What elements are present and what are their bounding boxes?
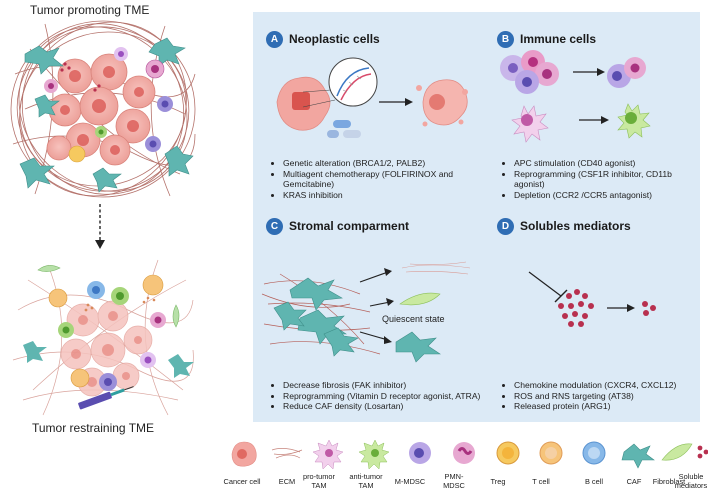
- badge-b: B: [497, 31, 514, 48]
- soluble-mediators-illustration: [528, 271, 656, 327]
- legend-label: Soluble mediators: [674, 472, 708, 490]
- section-a-bullets: Genetic alteration (BRCA1/2, PALB2) Mult…: [271, 158, 493, 200]
- immune-cells-illustration: [500, 50, 651, 143]
- bullet-item: Decrease fibrosis (FAK inhibitor): [283, 380, 513, 391]
- transition-arrow: [95, 204, 105, 249]
- section-b-bullets: APC stimulation (CD40 agonist) Reprogram…: [502, 158, 704, 200]
- caf-icon: [621, 443, 655, 469]
- legend-label: Cancer cell: [223, 477, 261, 486]
- tumor-restraining-illustration: [12, 259, 194, 416]
- badge-a: A: [266, 31, 283, 48]
- quiescent-state-label: Quiescent state: [382, 314, 445, 324]
- legend-label: M-MDSC: [394, 477, 426, 486]
- legend-label: B cell: [584, 477, 604, 486]
- bullet-item: Genetic alteration (BRCA1/2, PALB2): [283, 158, 493, 169]
- pro-tumor-tam-icon: [312, 439, 344, 470]
- b-cell-icon: [582, 441, 606, 465]
- badge-c: C: [266, 218, 283, 235]
- legend-label: T cell: [532, 477, 550, 486]
- section-b-title: Immune cells: [520, 32, 597, 46]
- tumor-restraining-title: Tumor restraining TME: [32, 421, 155, 435]
- bullet-item: Released protein (ARG1): [514, 401, 704, 412]
- tumor-promoting-illustration: [10, 20, 196, 198]
- bullet-item: Multiagent chemotherapy (FOLFIRINOX and …: [283, 169, 493, 190]
- bullet-item: Reduce CAF density (Losartan): [283, 401, 513, 412]
- legend-label: Treg: [490, 477, 506, 486]
- bullet-item: Depletion (CCR2 /CCR5 antagonist): [514, 190, 704, 201]
- badge-d: D: [497, 218, 514, 235]
- anti-tumor-tam-icon: [358, 439, 390, 470]
- bullet-item: Reprogramming (CSF1R inhibitor, CD11b ag…: [514, 169, 704, 190]
- section-d-title: Solubles mediators: [520, 219, 631, 233]
- bullet-item: KRAS inhibition: [283, 190, 493, 201]
- section-a-title: Neoplastic cells: [289, 32, 380, 46]
- stromal-illustration: [261, 261, 471, 363]
- bullet-item: Reprogramming (Vitamin D receptor agonis…: [283, 391, 513, 402]
- neoplastic-cells-illustration: [276, 57, 468, 138]
- section-d-bullets: Chemokine modulation (CXCR4, CXCL12) ROS…: [502, 380, 704, 412]
- legend-label: anti-tumor TAM: [349, 472, 383, 490]
- legend-label: CAF: [626, 477, 642, 486]
- fibroblast-icon: [661, 443, 693, 461]
- legend-icons: [231, 439, 708, 470]
- section-c-bullets: Decrease fibrosis (FAK inhibitor) Reprog…: [271, 380, 513, 412]
- m-mdsc-icon: [409, 442, 431, 464]
- legend-label: pro-tumor TAM: [302, 472, 336, 490]
- section-c-title: Stromal comparment: [289, 219, 410, 233]
- soluble-mediators-icon: [697, 445, 708, 459]
- bullet-item: ROS and RNS targeting (AT38): [514, 391, 704, 402]
- cancer-cell-icon: [231, 441, 257, 467]
- legend-label: ECM: [278, 477, 296, 486]
- pmn-mdsc-icon: [453, 442, 475, 464]
- treg-icon: [496, 441, 520, 465]
- t-cell-icon: [539, 441, 563, 465]
- tumor-promoting-title: Tumor promoting TME: [30, 3, 150, 17]
- legend-label: Fibroblast: [652, 477, 686, 486]
- ecm-icon: [271, 448, 303, 459]
- bullet-item: Chemokine modulation (CXCR4, CXCL12): [514, 380, 704, 391]
- legend-label: PMN-MDSC: [443, 472, 465, 490]
- bullet-item: APC stimulation (CD40 agonist): [514, 158, 704, 169]
